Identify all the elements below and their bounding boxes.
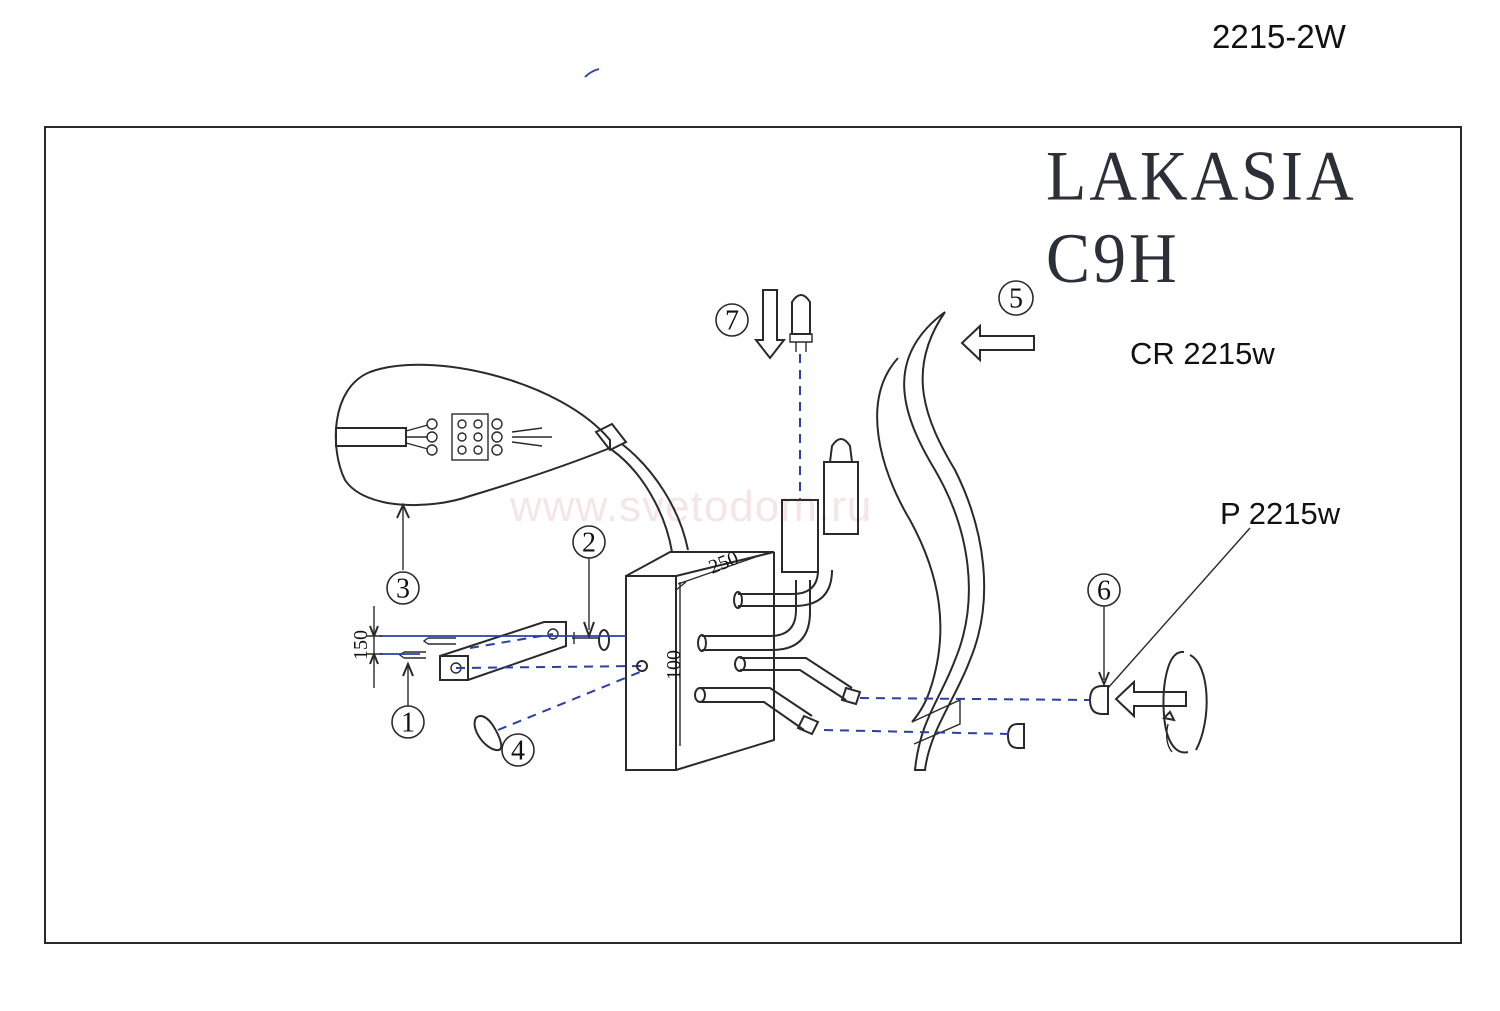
callout-3: 3 bbox=[386, 571, 420, 605]
shade-part-label: CR 2215w bbox=[1130, 336, 1275, 371]
wall-anchors bbox=[398, 637, 456, 659]
svg-text:4: 4 bbox=[511, 736, 525, 767]
svg-text:1: 1 bbox=[401, 708, 415, 739]
callout-5: 5 bbox=[998, 280, 1034, 316]
mounting-bracket bbox=[439, 621, 567, 681]
terminal-block bbox=[451, 413, 489, 461]
decorative-cap bbox=[473, 715, 503, 752]
callout-2: 2 bbox=[572, 525, 606, 559]
glass-flame-shade bbox=[876, 311, 986, 771]
socket-holder-right bbox=[823, 461, 859, 535]
callout-4: 4 bbox=[501, 733, 535, 767]
svg-text:5: 5 bbox=[1009, 284, 1023, 315]
small-bulb-installed bbox=[1006, 723, 1025, 749]
svg-text:3: 3 bbox=[396, 574, 410, 605]
g9-bulb-part-7 bbox=[789, 294, 813, 352]
model-code: 2215-2W bbox=[1212, 18, 1346, 55]
pen-mark bbox=[584, 68, 600, 78]
g9-bulb-installed bbox=[829, 438, 853, 463]
svg-text:6: 6 bbox=[1097, 576, 1111, 607]
svg-text:7: 7 bbox=[725, 306, 739, 337]
insert-bulb-arrow bbox=[753, 289, 787, 360]
protective-glass-disc bbox=[1162, 650, 1208, 754]
cable-clamp bbox=[594, 422, 628, 452]
socket-holder-left bbox=[781, 499, 819, 573]
svg-text:2: 2 bbox=[582, 528, 596, 559]
lamp-arms bbox=[694, 569, 862, 736]
attach-bulb-arrow bbox=[1114, 679, 1187, 719]
attach-shade-arrow bbox=[960, 323, 1035, 363]
screw-2 bbox=[572, 632, 600, 644]
washer-2 bbox=[598, 629, 610, 651]
drawing-frame bbox=[44, 126, 1462, 944]
mount-gap-dimension: 150 bbox=[350, 630, 372, 660]
small-bulb-part-6 bbox=[1088, 685, 1109, 715]
power-cable bbox=[611, 449, 673, 553]
callout-7: 7 bbox=[715, 303, 749, 337]
bulb-part-label: P 2215w bbox=[1220, 496, 1341, 531]
wall-canopy bbox=[625, 551, 775, 771]
wiring-detail-callout bbox=[334, 363, 628, 507]
callout-6: 6 bbox=[1087, 573, 1121, 607]
product-title: LAKASIA C9H bbox=[1046, 137, 1354, 298]
watermark: www.svetodom.ru bbox=[510, 482, 873, 531]
cable-sleeve bbox=[335, 427, 407, 447]
callout-1: 1 bbox=[391, 705, 425, 739]
base-height-dimension: 100 bbox=[663, 650, 685, 680]
